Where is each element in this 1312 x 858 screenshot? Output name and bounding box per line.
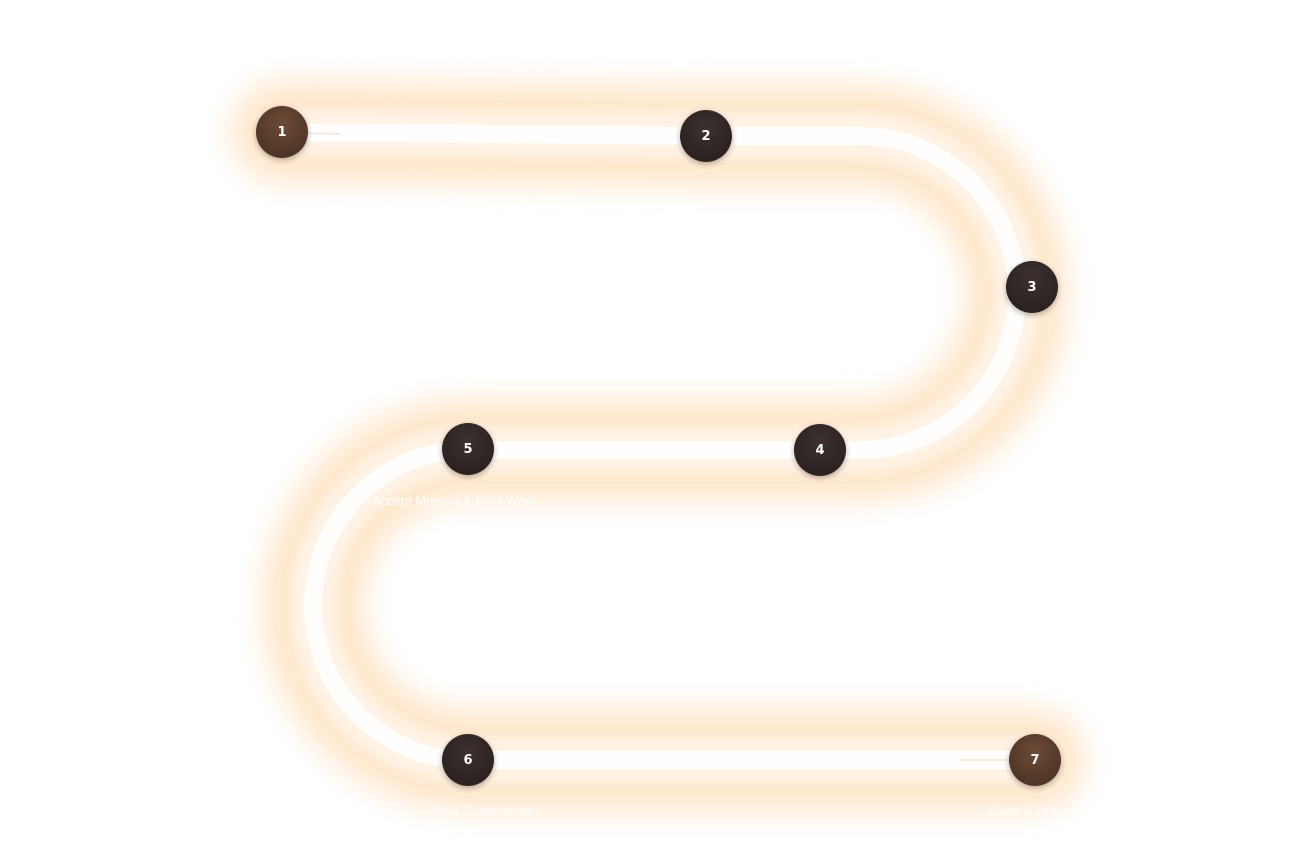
step-node-1[interactable]: 1 xyxy=(256,106,308,158)
step-node-3[interactable]: 3 xyxy=(1006,261,1058,313)
step-number: 5 xyxy=(463,441,473,457)
step-label-5: Accept Mission & Brief Week xyxy=(372,493,539,508)
step-node-6[interactable]: 6 xyxy=(442,734,494,786)
step-number: 2 xyxy=(701,128,711,144)
step-label-6: Build Commission xyxy=(430,803,535,818)
path-line xyxy=(273,123,1044,769)
step-number: 1 xyxy=(277,124,287,140)
step-node-7[interactable]: 7 xyxy=(1009,734,1061,786)
step-node-5[interactable]: 5 xyxy=(442,423,494,475)
step-node-2[interactable]: 2 xyxy=(680,110,732,162)
step-number: 4 xyxy=(815,442,825,458)
step-number: 3 xyxy=(1027,279,1037,295)
step-number: 7 xyxy=(1030,752,1040,768)
step-number: 6 xyxy=(463,752,473,768)
step-node-4[interactable]: 4 xyxy=(794,424,846,476)
step-label-7: Scale & Exit xyxy=(987,803,1058,818)
